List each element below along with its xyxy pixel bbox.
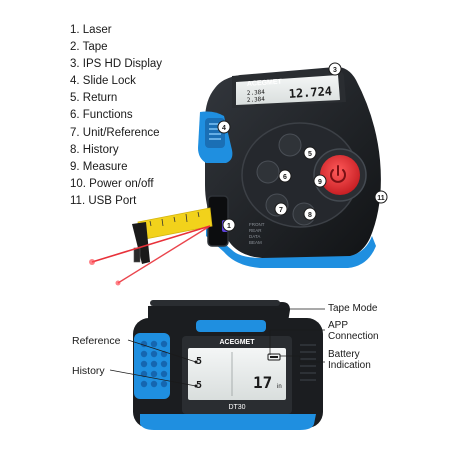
functions-button [256,160,280,184]
front-display-main-reading: 17 [253,373,272,392]
engraving-text: BEAM [249,240,262,245]
callout-leaders [109,308,325,387]
feature-item: 2. Tape [70,41,108,54]
feature-item: 9. Measure [70,160,128,173]
battery-icon [267,353,281,361]
laser-beam [91,225,211,263]
feature-item: 3. IPS HD Display [70,58,163,71]
top-display-main-reading: 12.724 [288,84,332,101]
callout-markers: 1 3 4 5 6 7 8 9 11 [217,62,388,232]
callout-reference: Reference [72,335,121,347]
callout-number: 8 [308,212,312,219]
front-display: ACEGMET 5 5 17 in DT30 [182,336,292,414]
engraving-text: FRONT [249,222,265,227]
front-display-left-top: 5 [196,356,202,367]
brand-label-top: ACEGMET [247,79,283,88]
callout-number: 5 [308,151,312,158]
feature-item: 1. Laser [70,24,112,36]
feature-item: 6. Functions [70,109,133,122]
feature-item: 11. USB Port [70,194,137,207]
feature-item: 8. History [70,143,119,156]
callout-number: 9 [318,179,322,186]
callout-tape-mode: Tape Mode [328,303,378,314]
top-display-row1: 2.384 [247,89,266,97]
feature-item: 4. Slide Lock [70,75,136,88]
feature-item: 5. Return [70,92,118,105]
brand-label-front: ACEGMET [220,339,256,346]
callout-number: 7 [279,207,283,214]
callout-app-connection-line2: Connection [328,331,379,342]
tape-blade [132,207,213,264]
power-icon [330,165,346,183]
callout-battery-line1: Battery [328,349,360,360]
callout-battery-line2: Indication [328,360,371,371]
tape-measure-top-view: ACEGMET 12.724 2.384 2.384 FRONT REAR DA… [89,62,388,286]
callout-number: 1 [227,223,231,230]
tape-measure-front-view: ACEGMET 5 5 17 in DT30 [109,300,325,430]
front-display-left-bottom: 5 [196,380,202,391]
callout-number: 11 [377,195,385,202]
callout-number: 3 [333,67,337,74]
feature-item: 10. Power on/off [70,177,154,190]
callout-number: 6 [283,174,287,181]
engraving-text: DATA [249,234,260,239]
button-pad [241,122,367,228]
return-button [278,133,302,157]
feature-list: 1. Laser 2. Tape 3. IPS HD Display 4. Sl… [70,22,162,210]
feature-item: 7. Unit/Reference [70,126,160,139]
top-display: ACEGMET 12.724 2.384 2.384 [232,69,346,108]
measure-button [320,155,360,195]
callout-app-connection-line1: APP [328,320,349,331]
front-display-unit: in [277,384,282,390]
laser-beam [117,225,211,284]
top-display-row2: 2.384 [247,96,266,104]
model-label: DT30 [228,404,245,411]
callout-number: 4 [222,125,226,132]
engraving-text: REAR [249,228,262,233]
callout-history: History [72,365,105,377]
